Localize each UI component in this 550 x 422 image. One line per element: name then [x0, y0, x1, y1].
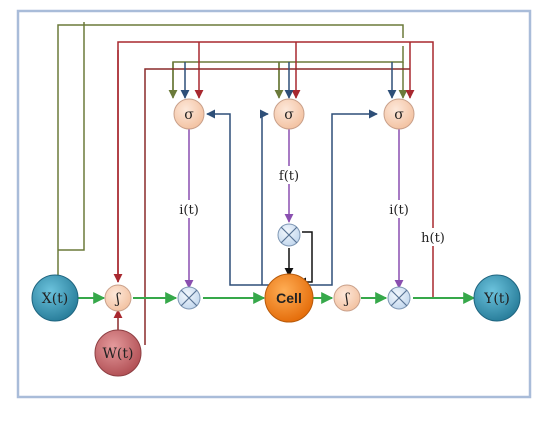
output-y-label: Y(t)	[483, 291, 510, 307]
forget-gate-label: f(t)	[279, 169, 299, 184]
input-gate-label-2: i(t)	[389, 203, 409, 218]
input-gate-label-1: i(t)	[179, 203, 199, 218]
input-node-x: X(t)	[31, 274, 79, 322]
sigma-gate-forget: σ	[273, 98, 305, 130]
multiply-node-input	[177, 286, 201, 310]
olive-connections	[57, 22, 408, 280]
sigma-label: σ	[394, 107, 404, 123]
dark-red-connections	[113, 68, 410, 345]
red-connections	[113, 41, 434, 298]
blue-connections	[180, 62, 397, 286]
purple-connections	[184, 128, 404, 289]
hidden-state-label: h(t)	[421, 231, 445, 246]
activation-node-output: ʃ	[333, 284, 361, 312]
output-node-y: Y(t)	[473, 274, 521, 322]
sigma-label: σ	[184, 107, 194, 123]
integral-label: ʃ	[343, 291, 350, 307]
diagram-frame	[16, 9, 532, 399]
sigma-gate-input: σ	[173, 98, 205, 130]
integral-label: ʃ	[114, 291, 121, 307]
multiply-node-forget	[277, 223, 301, 247]
sigma-gate-output: σ	[383, 98, 415, 130]
input-w-label: W(t)	[103, 346, 134, 362]
input-x-label: X(t)	[42, 291, 69, 307]
cell-label: Cell	[276, 290, 302, 306]
activation-node-input: ʃ	[104, 284, 132, 312]
sigma-label: σ	[284, 107, 294, 123]
multiply-node-output	[387, 286, 411, 310]
input-node-w: W(t)	[94, 329, 142, 377]
cell-node: Cell	[264, 273, 314, 323]
